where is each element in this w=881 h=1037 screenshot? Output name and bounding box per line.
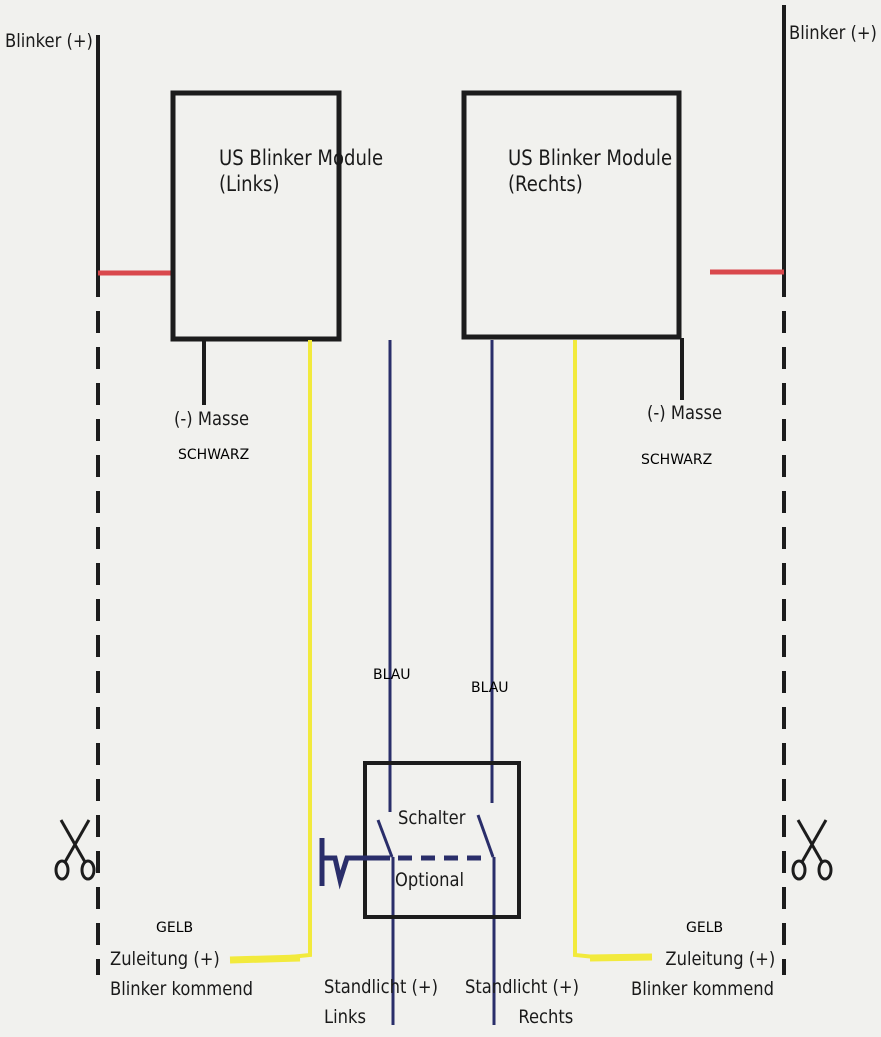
module-right-title: US Blinker Module (Rechts) [508,145,672,198]
blau-right-label: BLAU [471,680,509,696]
zuleitung-right-line2: Blinker kommend [631,978,774,1000]
module-box-right [461,90,682,340]
gelb-right-label: GELB [686,920,724,936]
scissors-icon-left [54,819,96,881]
switch-label: Schalter [398,807,466,829]
module-right-line2: (Rechts) [508,172,583,197]
standlicht-right-line2: Rechts [518,1006,574,1028]
blinker-left-label: Blinker (+) [5,30,93,52]
switch-box [363,761,521,919]
gelb-left-label: GELB [156,920,194,936]
switch-optional-label: Optional [395,869,465,891]
masse-right-label: (-) Masse [647,402,723,424]
schwarz-left-label: SCHWARZ [178,447,250,463]
zuleitung-right-line1: Zuleitung (+) [665,948,776,970]
blau-left-label: BLAU [373,667,411,683]
module-left-line1: US Blinker Module [219,146,384,170]
zuleitung-left-line2: Blinker kommend [110,978,253,1000]
yellow-wire-right [573,340,653,962]
standlicht-right-line1: Standlicht (+) [465,976,579,998]
masse-left-label: (-) Masse [174,408,250,430]
module-left-title: US Blinker Module (Links) [219,145,383,198]
blue-wire-left [376,340,395,1025]
blinker-right-label: Blinker (+) [789,22,877,44]
yellow-wire-left [229,340,312,964]
standlicht-left-line2: Links [324,1006,366,1028]
zuleitung-left-line1: Zuleitung (+) [110,948,220,970]
module-box-left [170,90,342,342]
schwarz-right-label: SCHWARZ [641,452,713,468]
standlicht-left-label: Standlicht (+) Links [324,972,438,1032]
switch-actuator-icon [319,838,490,890]
zuleitung-left-label: Zuleitung (+) Blinker kommend [110,944,253,1004]
zuleitung-right-label: Zuleitung (+) Blinker kommend [631,944,775,1004]
blue-wire-right [476,340,496,1025]
standlicht-right-label: Standlicht (+) Rechts [465,972,579,1032]
scissors-icon-right [791,819,833,881]
module-left-line2: (Links) [219,172,280,197]
standlicht-left-line1: Standlicht (+) [324,976,438,998]
module-right-line1: US Blinker Module [508,146,673,170]
